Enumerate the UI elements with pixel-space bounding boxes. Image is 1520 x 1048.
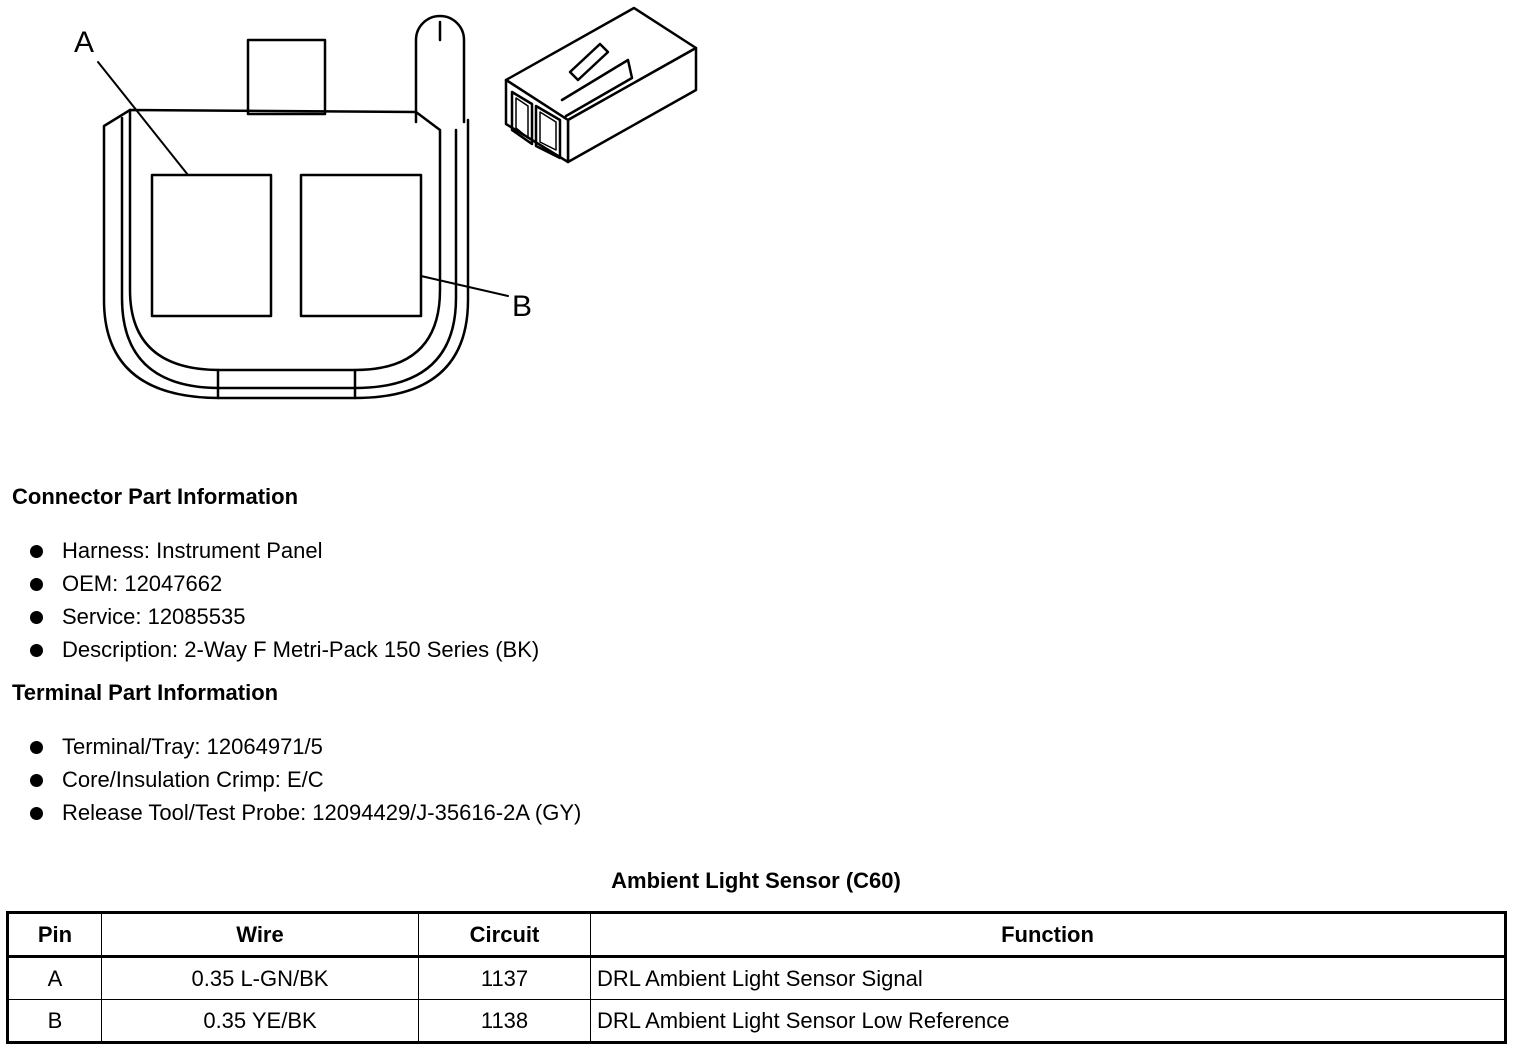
list-item: Harness: Instrument Panel — [30, 536, 539, 569]
cell-pin: A — [7, 956, 102, 1000]
leader-line-b — [420, 275, 509, 297]
list-item: Description: 2-Way F Metri-Pack 150 Seri… — [30, 635, 539, 668]
cavity-b — [299, 173, 423, 318]
pin-table: Pin Wire Circuit Function A 0.35 L-GN/BK… — [6, 911, 1507, 1044]
cell-pin: B — [7, 999, 102, 1043]
connector-face-view: A B — [74, 14, 532, 400]
pin-label-b: B — [512, 290, 532, 323]
header-function: Function — [590, 912, 1506, 957]
connector-info-title: Connector Part Information — [12, 484, 299, 509]
cell-wire: 0.35 YE/BK — [101, 999, 419, 1043]
latch-tab — [246, 38, 327, 116]
pin-table-title: Ambient Light Sensor (C60) — [611, 868, 901, 893]
cell-circuit: 1137 — [418, 956, 591, 1000]
cell-wire: 0.35 L-GN/BK — [101, 956, 419, 1000]
header-circuit: Circuit — [418, 912, 591, 957]
list-item: Service: 12085535 — [30, 602, 539, 635]
table-row: B 0.35 YE/BK 1138 DRL Ambient Light Sens… — [7, 999, 1506, 1043]
list-item: Core/Insulation Crimp: E/C — [30, 765, 581, 798]
table-header-row: Pin Wire Circuit Function — [7, 912, 1506, 957]
cell-circuit: 1138 — [418, 999, 591, 1043]
table-row: A 0.35 L-GN/BK 1137 DRL Ambient Light Se… — [7, 956, 1506, 1000]
cell-function: DRL Ambient Light Sensor Signal — [590, 956, 1506, 1000]
connector-diagram: A B — [74, 6, 698, 400]
cell-function: DRL Ambient Light Sensor Low Reference — [590, 999, 1506, 1043]
list-item: Release Tool/Test Probe: 12094429/J-3561… — [30, 798, 581, 831]
header-wire: Wire — [101, 912, 419, 957]
header-pin: Pin — [7, 912, 102, 957]
list-item: Terminal/Tray: 12064971/5 — [30, 732, 581, 765]
connector-info-list: Harness: Instrument Panel OEM: 12047662 … — [30, 536, 539, 668]
lock-finger — [414, 14, 466, 124]
leader-line-a — [97, 61, 189, 176]
cavity-a — [150, 173, 273, 318]
list-item: OEM: 12047662 — [30, 569, 539, 602]
connector-housing — [102, 108, 470, 400]
terminal-info-title: Terminal Part Information — [12, 680, 279, 705]
terminal-info-list: Terminal/Tray: 12064971/5 Core/Insulatio… — [30, 732, 581, 831]
pin-label-a: A — [74, 26, 94, 59]
connector-3d-view — [504, 6, 698, 164]
